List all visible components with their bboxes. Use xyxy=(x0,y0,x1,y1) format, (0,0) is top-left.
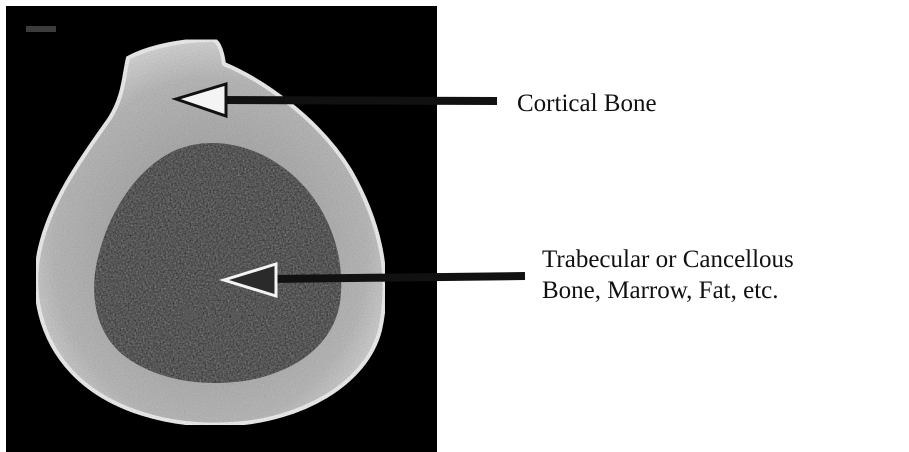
cortical-bone-label: Cortical Bone xyxy=(517,88,657,119)
cortical-bone-label-text: Cortical Bone xyxy=(517,90,657,117)
trabecular-label-line-1: Trabecular or Cancellous xyxy=(542,244,794,275)
scan-corner-marker xyxy=(26,26,56,32)
trabecular-bone-label: Trabecular or Cancellous Bone, Marrow, F… xyxy=(542,244,794,306)
trabecular-label-line-2: Bone, Marrow, Fat, etc. xyxy=(542,275,794,306)
